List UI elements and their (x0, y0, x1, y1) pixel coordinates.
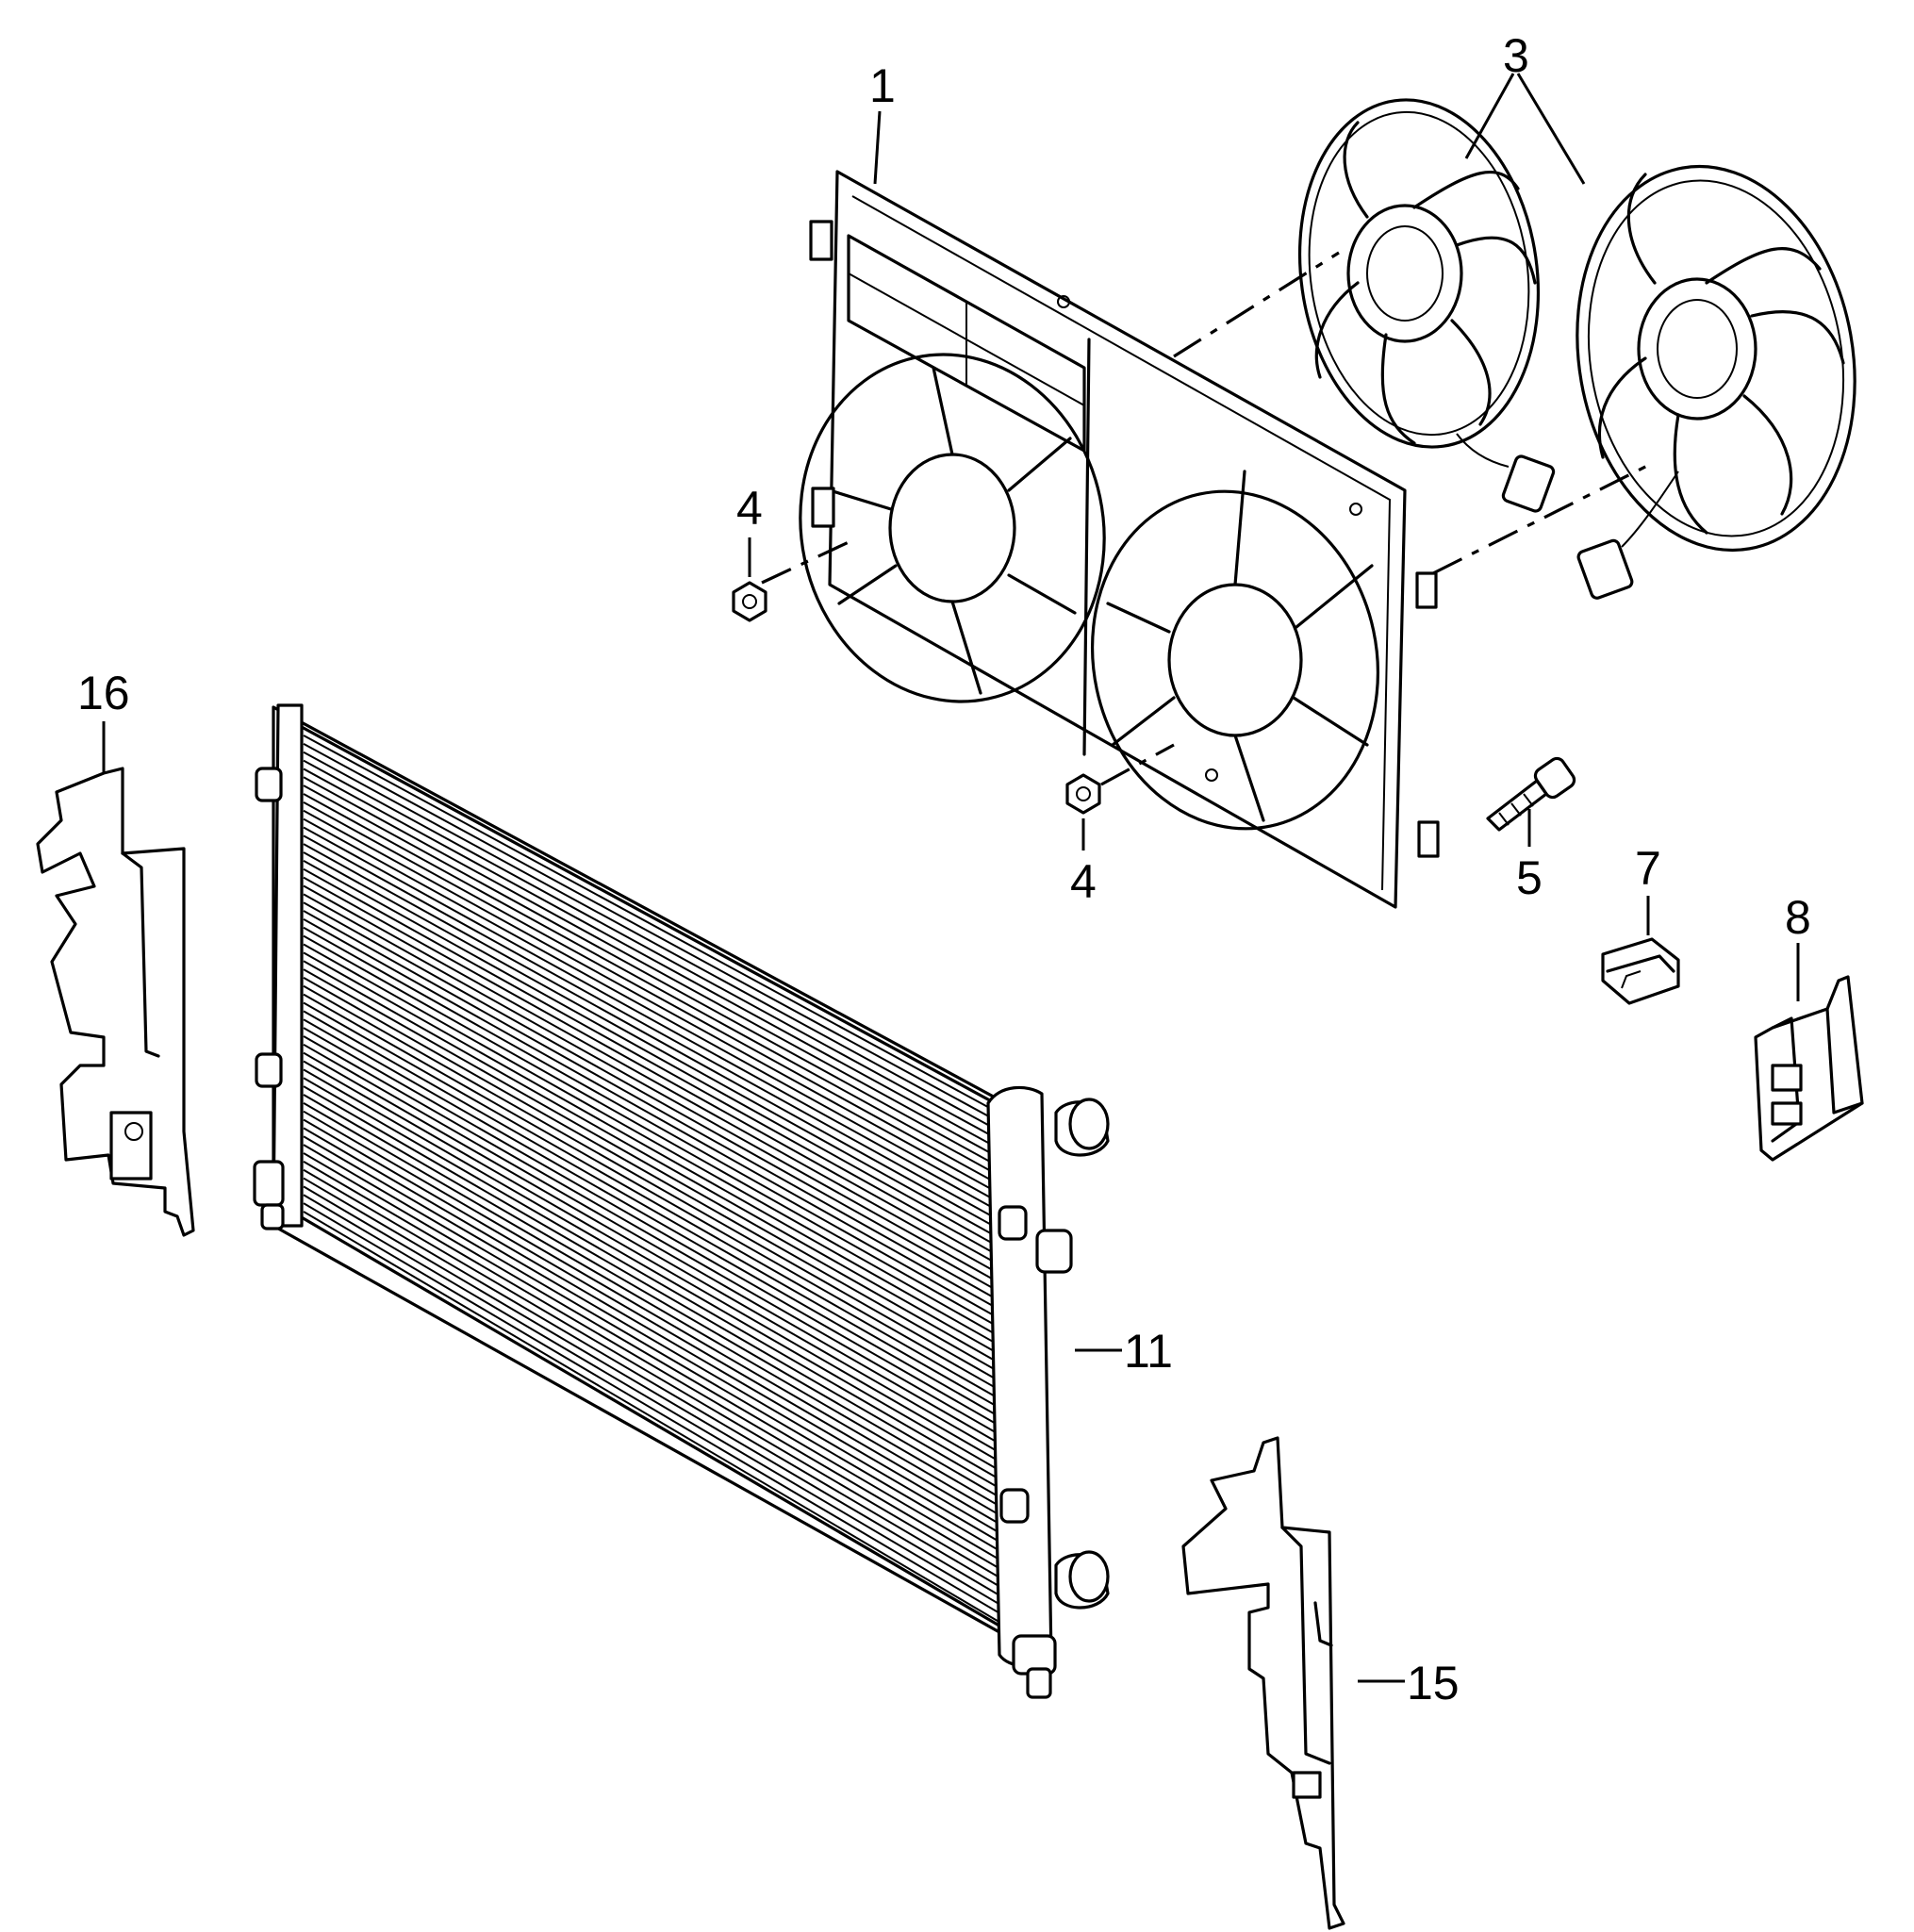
air-guide-right (1181, 1436, 1345, 1930)
radiator-fin-line (303, 1010, 1008, 1413)
screw (1486, 756, 1576, 832)
radiator-fin-line (303, 910, 1008, 1306)
radiator-fin-line (303, 951, 1008, 1351)
radiator-fin-line (303, 1168, 1008, 1583)
callout-8: 8 (1785, 891, 1811, 944)
callout-4-upper: 4 (736, 482, 763, 535)
leader-lines (102, 73, 1800, 1683)
radiator-fin-line (303, 1177, 1008, 1592)
radiator-fin-line (303, 776, 1008, 1164)
clip (1601, 937, 1680, 1005)
radiator-fin-line (303, 1118, 1008, 1529)
radiator-fin-line (303, 1185, 1008, 1601)
radiator-fin-line (303, 1085, 1008, 1494)
radiator-fin-line (303, 1068, 1008, 1476)
radiator-fin-line (303, 968, 1008, 1369)
radiator-fin-line (303, 984, 1008, 1387)
radiator-fin-line (303, 1094, 1008, 1503)
radiator-fin-line (303, 759, 1008, 1146)
radiator-fin-line (303, 1043, 1008, 1449)
radiator-fin-line (303, 1018, 1008, 1422)
callout-5: 5 (1516, 851, 1543, 904)
radiator-fin-line (303, 977, 1008, 1378)
callout-4-lower: 4 (1070, 855, 1097, 908)
radiator-fins (303, 735, 1008, 1627)
radiator-fin-line (303, 801, 1008, 1190)
radiator-fin-line (303, 793, 1008, 1181)
fan-motor-left (1297, 98, 1556, 513)
callout-11: 11 (1124, 1325, 1173, 1378)
radiator-fin-line (303, 943, 1008, 1342)
radiator-fin-line (303, 918, 1008, 1315)
radiator-fin-line (303, 1035, 1008, 1440)
radiator-fin-line (303, 742, 1008, 1128)
nut-upper (732, 581, 767, 622)
radiator-fin-line (303, 1211, 1008, 1627)
radiator-fin-line (303, 784, 1008, 1172)
callout-15: 15 (1407, 1657, 1460, 1709)
radiator-fin-line (303, 817, 1008, 1208)
radiator-fin-line (303, 1152, 1008, 1565)
callout-3: 3 (1503, 29, 1529, 82)
radiator-fin-line (303, 1051, 1008, 1458)
callout-labels: 1 3 4 4 5 7 8 11 15 16 (77, 29, 1811, 1709)
radiator-fin-line (303, 1077, 1008, 1485)
radiator-fin-line (303, 1060, 1008, 1467)
radiator-fin-line (303, 843, 1008, 1235)
radiator-fin-line (303, 1027, 1008, 1431)
radiator-fin-line (303, 1144, 1008, 1557)
callout-16: 16 (77, 667, 130, 719)
radiator-fin-line (303, 1001, 1008, 1405)
radiator-fin-line (303, 901, 1008, 1297)
radiator-fin-line (303, 960, 1008, 1360)
radiator-fin-line (303, 934, 1008, 1333)
radiator-fin-line (303, 809, 1008, 1199)
radiator-fin-line (303, 1135, 1008, 1547)
bracket (1754, 975, 1864, 1162)
radiator-fin-line (303, 751, 1008, 1136)
air-guide-left (36, 767, 195, 1237)
radiator-fin-line (303, 1110, 1008, 1521)
radiator-fin-line (303, 860, 1008, 1252)
radiator-fin-line (303, 834, 1008, 1226)
radiator-fin-line (303, 867, 1008, 1262)
radiator-fin-line (303, 1127, 1008, 1539)
radiator-fin-line (303, 1194, 1008, 1610)
radiator-fin-line (303, 768, 1008, 1154)
radiator-fin-line (303, 926, 1008, 1324)
callout-7: 7 (1635, 842, 1661, 895)
radiator-fin-line (303, 851, 1008, 1244)
radiator-fin-line (303, 1160, 1008, 1575)
radiator-fin-line (303, 1202, 1008, 1619)
radiator-fin-line (303, 884, 1008, 1280)
callout-1: 1 (869, 59, 896, 112)
radiator-fin-line (303, 893, 1008, 1288)
nut-lower (1065, 773, 1101, 815)
radiator-fin-line (303, 876, 1008, 1270)
fan-motor-right (1576, 164, 1856, 600)
fan-shroud-frame (799, 170, 1440, 909)
radiator-fin-line (303, 735, 1008, 1118)
assembly-lines (761, 251, 1656, 786)
radiator-fin-line (303, 1101, 1008, 1511)
radiator-fin-line (303, 993, 1008, 1395)
radiator (253, 703, 1110, 1699)
radiator-fin-line (303, 826, 1008, 1217)
